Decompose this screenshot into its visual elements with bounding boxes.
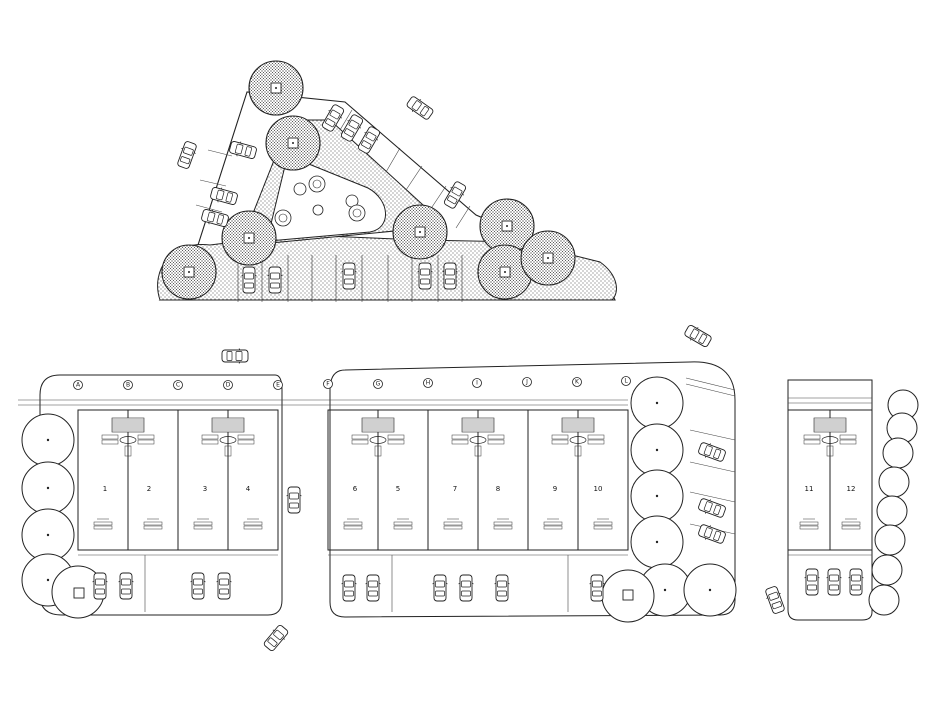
unit-number: 2 [147,485,151,493]
unit-numbers-right: 11 12 [805,485,856,493]
grid-bubbles-middle: F G H I J K L [323,376,631,389]
building-block-left [18,374,283,619]
grid-label: F [326,381,330,388]
unit-numbers-left: 1 2 3 4 [103,485,251,493]
grid-label: G [376,381,381,388]
unit-number: 4 [246,485,251,493]
grid-label: H [426,380,431,387]
grid-label: L [624,378,628,385]
grid-label: C [176,382,180,389]
triangular-plaza [157,60,617,302]
unit-number: 9 [553,485,557,493]
unit-number: 8 [496,485,500,493]
building-block-middle [282,361,737,623]
grid-label: J [525,379,528,386]
grid-label: D [226,382,231,389]
unit-number: 5 [396,485,400,493]
grid-label: I [476,380,478,387]
unit-number: 11 [805,485,814,493]
grid-label: B [126,382,130,389]
unit-number: 7 [453,485,457,493]
building-block-right [787,379,919,621]
unit-number: 3 [203,485,207,493]
unit-number: 1 [103,485,107,493]
unit-number: 6 [353,485,358,493]
unit-number: 12 [847,485,856,493]
grid-label: K [575,379,580,386]
grid-bubbles-left: A B C D E [73,380,283,390]
grid-label: A [76,382,81,389]
grid-label: E [276,382,280,389]
unit-number: 10 [594,485,603,493]
unit-numbers-middle: 6 5 7 8 9 10 [353,485,603,493]
